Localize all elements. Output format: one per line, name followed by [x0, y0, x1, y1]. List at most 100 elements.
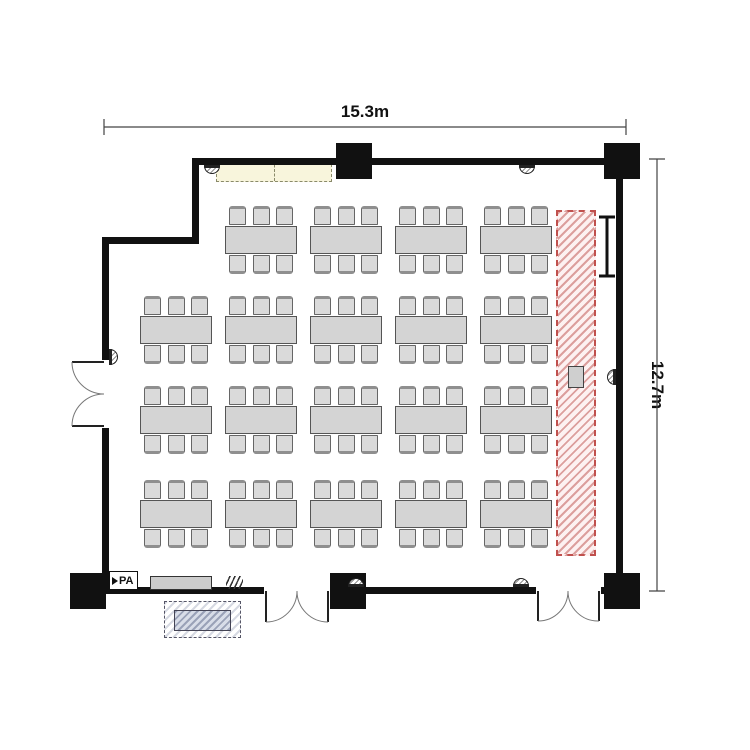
chair-icon [167, 480, 185, 499]
chair-icon [252, 206, 270, 225]
wall-left-upper-segment [102, 237, 109, 360]
chair-icon [484, 529, 501, 548]
wall-right [616, 158, 623, 594]
chair-icon [399, 206, 416, 225]
banquet-table-unit [140, 386, 212, 454]
chair-icon [484, 435, 501, 454]
chair-icon [276, 386, 293, 405]
chair-icon [314, 345, 331, 364]
chair-icon [229, 529, 246, 548]
chair-icon [229, 480, 246, 499]
pa-hatch-mark [226, 576, 243, 589]
chair-icon [484, 206, 501, 225]
wall-speaker-icon [513, 578, 529, 587]
console-divider [274, 160, 275, 181]
chair-icon [422, 435, 440, 454]
chair-icon [252, 386, 270, 405]
chair-row [395, 255, 467, 274]
chair-icon [531, 206, 548, 225]
table-icon [225, 226, 297, 254]
stage-panel [568, 366, 584, 388]
table-icon [310, 406, 382, 434]
wall-notch-vertical [192, 158, 199, 244]
banquet-table-unit [395, 206, 467, 274]
chair-row [225, 206, 297, 225]
chair-icon [422, 529, 440, 548]
chair-icon [167, 529, 185, 548]
chair-icon [337, 255, 355, 274]
chair-icon [531, 345, 548, 364]
table-icon [140, 316, 212, 344]
dimension-height-label: 12.7m [648, 350, 667, 420]
chair-row [310, 480, 382, 499]
chair-icon [191, 296, 208, 315]
chair-icon [484, 255, 501, 274]
chair-icon [337, 296, 355, 315]
table-icon [395, 226, 467, 254]
chair-icon [314, 296, 331, 315]
banquet-table-unit [395, 296, 467, 364]
wall-notch-horizontal [102, 237, 199, 244]
chair-icon [337, 386, 355, 405]
chair-icon [276, 529, 293, 548]
chair-icon [229, 435, 246, 454]
table-icon [480, 500, 552, 528]
chair-icon [144, 435, 161, 454]
table-icon [225, 316, 297, 344]
banquet-table-unit [225, 480, 297, 548]
wall-top [192, 158, 623, 165]
chair-row [225, 345, 297, 364]
chair-icon [484, 296, 501, 315]
chair-icon [507, 255, 525, 274]
chair-row [225, 435, 297, 454]
chair-row [480, 296, 552, 315]
chair-icon [361, 345, 378, 364]
chair-row [395, 480, 467, 499]
banquet-table-unit [480, 480, 552, 548]
table-icon [225, 406, 297, 434]
chair-icon [531, 435, 548, 454]
chair-icon [507, 296, 525, 315]
chair-icon [337, 480, 355, 499]
chair-icon [507, 529, 525, 548]
banquet-table-unit [395, 480, 467, 548]
chair-icon [167, 386, 185, 405]
chair-row [140, 435, 212, 454]
table-icon [395, 406, 467, 434]
chair-icon [507, 206, 525, 225]
chair-icon [229, 296, 246, 315]
chair-icon [191, 386, 208, 405]
chair-icon [314, 255, 331, 274]
chair-icon [314, 529, 331, 548]
chair-row [225, 296, 297, 315]
table-icon [395, 316, 467, 344]
banquet-table-unit [480, 206, 552, 274]
column-bottom-right [604, 573, 640, 609]
chair-icon [314, 206, 331, 225]
chair-row [225, 386, 297, 405]
chair-icon [361, 435, 378, 454]
chair-row [480, 206, 552, 225]
banquet-table-unit [225, 386, 297, 454]
chair-row [140, 345, 212, 364]
chair-icon [446, 345, 463, 364]
chair-icon [191, 529, 208, 548]
chair-icon [446, 529, 463, 548]
chair-icon [399, 386, 416, 405]
chair-icon [507, 435, 525, 454]
table-icon [480, 226, 552, 254]
chair-row [480, 435, 552, 454]
chair-icon [507, 386, 525, 405]
chair-icon [229, 386, 246, 405]
chair-icon [446, 435, 463, 454]
chair-icon [337, 206, 355, 225]
chair-row [480, 255, 552, 274]
chair-icon [144, 386, 161, 405]
chair-icon [446, 386, 463, 405]
chair-row [310, 345, 382, 364]
chair-row [395, 435, 467, 454]
chair-icon [531, 255, 548, 274]
banquet-table-unit [310, 386, 382, 454]
banquet-table-unit [310, 206, 382, 274]
column-top-middle [336, 143, 372, 179]
